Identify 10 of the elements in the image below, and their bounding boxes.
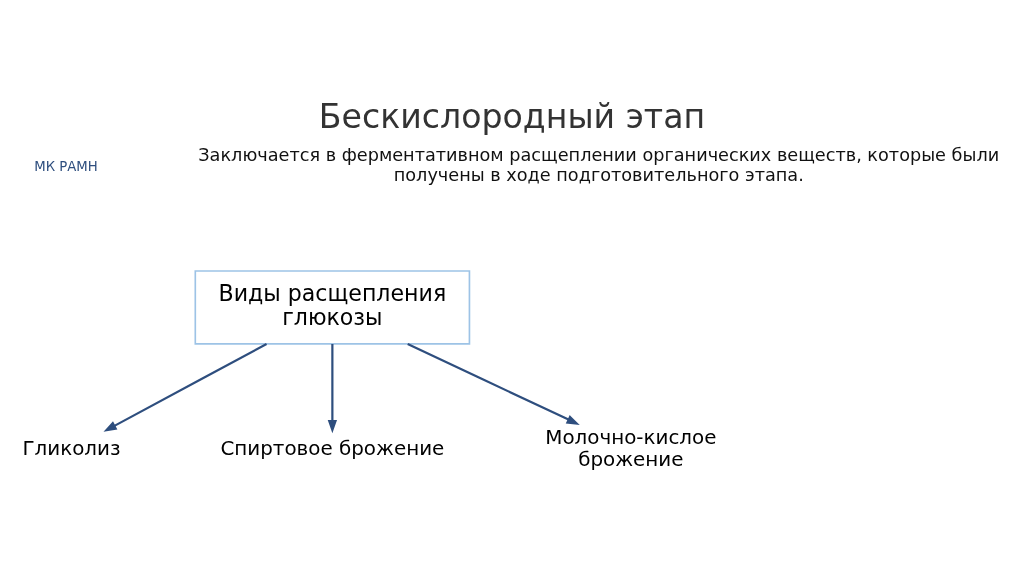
- node-text: Спиртовое брожение: [220, 436, 445, 460]
- diagram-title: Бескислородный этап: [318, 97, 706, 137]
- label: МК РАМН: [34, 158, 98, 174]
- node-box: Виды расщепления глюкозы: [194, 270, 471, 345]
- arrow: [103, 343, 268, 432]
- node-text: Гликолиз: [22, 436, 121, 460]
- label: Заключается в ферментативном расщеплении органических веществ, которые были получены в ходе подготовительного этапа.: [198, 145, 1000, 186]
- arrow: [327, 344, 338, 434]
- node-text: Молочно-кислое брожение: [545, 425, 717, 471]
- arrow: [407, 343, 580, 425]
